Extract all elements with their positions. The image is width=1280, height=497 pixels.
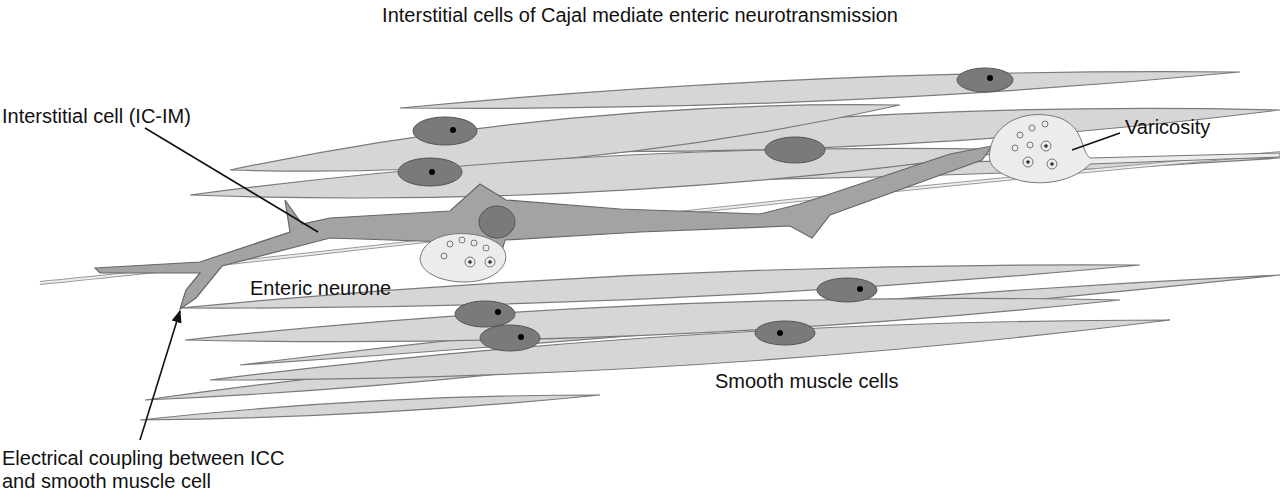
smooth-muscle-cells [140,72,1280,420]
varicosity-1 [420,234,506,282]
varicosity-2 [989,115,1280,183]
part-label: Varicosity [1125,116,1210,139]
part-label: Enteric neurone [250,277,391,300]
part-label: Interstitial cell (IC-IM) [2,105,191,128]
callout-text: Electrical coupling between ICC and smoo… [2,447,302,493]
title: Interstitial cells of Cajal mediate ente… [0,4,1280,27]
part-label: Smooth muscle cells [715,370,898,393]
leader-lines [140,128,1120,440]
interstitial-cell [95,146,992,309]
icc-nucleus [479,206,515,238]
